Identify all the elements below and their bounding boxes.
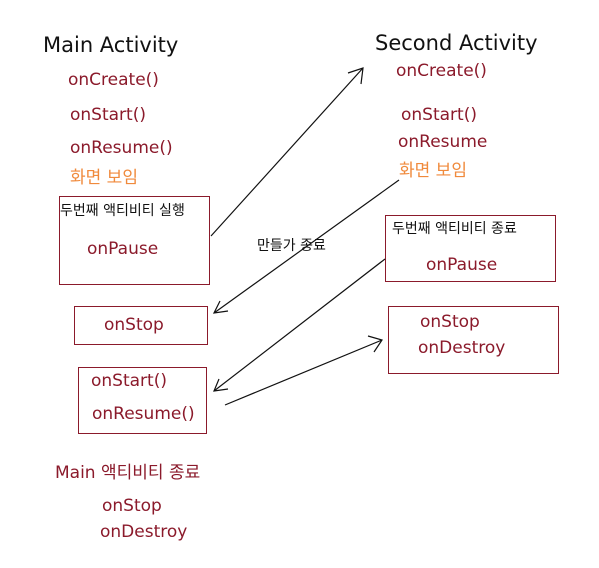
main-start-second-label: 두번째 액티비티 실행	[60, 203, 185, 219]
second-onstop: onStop	[420, 312, 480, 332]
middle-note: 만들가 종료	[257, 238, 326, 254]
arrow-second-finish-to-main-resume-head	[213, 378, 229, 392]
main-onstart: onStart()	[70, 105, 146, 125]
arrow-main-resume-to-second-destroy	[224, 339, 383, 406]
main-activity-title: Main Activity	[43, 33, 179, 57]
main-onstart-again: onStart()	[91, 371, 167, 391]
arrow-second-pause-to-main-stop-head	[212, 300, 229, 314]
second-onpause: onPause	[426, 255, 498, 275]
main-onresume-again: onResume()	[92, 404, 195, 424]
second-onresume: onResume	[398, 132, 488, 152]
main-final-onstop: onStop	[102, 496, 162, 516]
second-oncreate: onCreate()	[396, 61, 487, 81]
main-resume-box	[78, 367, 207, 434]
arrow-second-pause-to-main-stop	[213, 179, 400, 314]
second-destroy-box	[388, 306, 559, 374]
main-screen-shown: 화면 보임	[70, 168, 138, 188]
second-ondestroy: onDestroy	[418, 338, 506, 358]
main-onresume: onResume()	[70, 138, 173, 158]
arrow-second-finish-to-main-resume	[213, 258, 386, 392]
main-onpause: onPause	[87, 239, 159, 259]
arrow-main-resume-to-second-destroy-head	[367, 335, 383, 353]
second-onstart: onStart()	[401, 105, 477, 125]
main-oncreate: onCreate()	[68, 70, 159, 90]
arrow-main-to-second-create	[210, 67, 364, 237]
main-pause-box	[59, 196, 210, 285]
second-finish-label: 두번째 액티비티 종료	[392, 221, 517, 237]
second-pause-box	[385, 215, 556, 282]
main-onstop: onStop	[104, 315, 164, 335]
arrow-main-to-second-create-head	[347, 67, 364, 85]
main-final-ondestroy: onDestroy	[100, 522, 188, 542]
second-screen-shown: 화면 보임	[399, 161, 467, 181]
main-stop-box	[74, 306, 208, 345]
main-activity-end-label: Main 액티비티 종료	[55, 463, 201, 483]
second-activity-title: Second Activity	[375, 31, 538, 55]
